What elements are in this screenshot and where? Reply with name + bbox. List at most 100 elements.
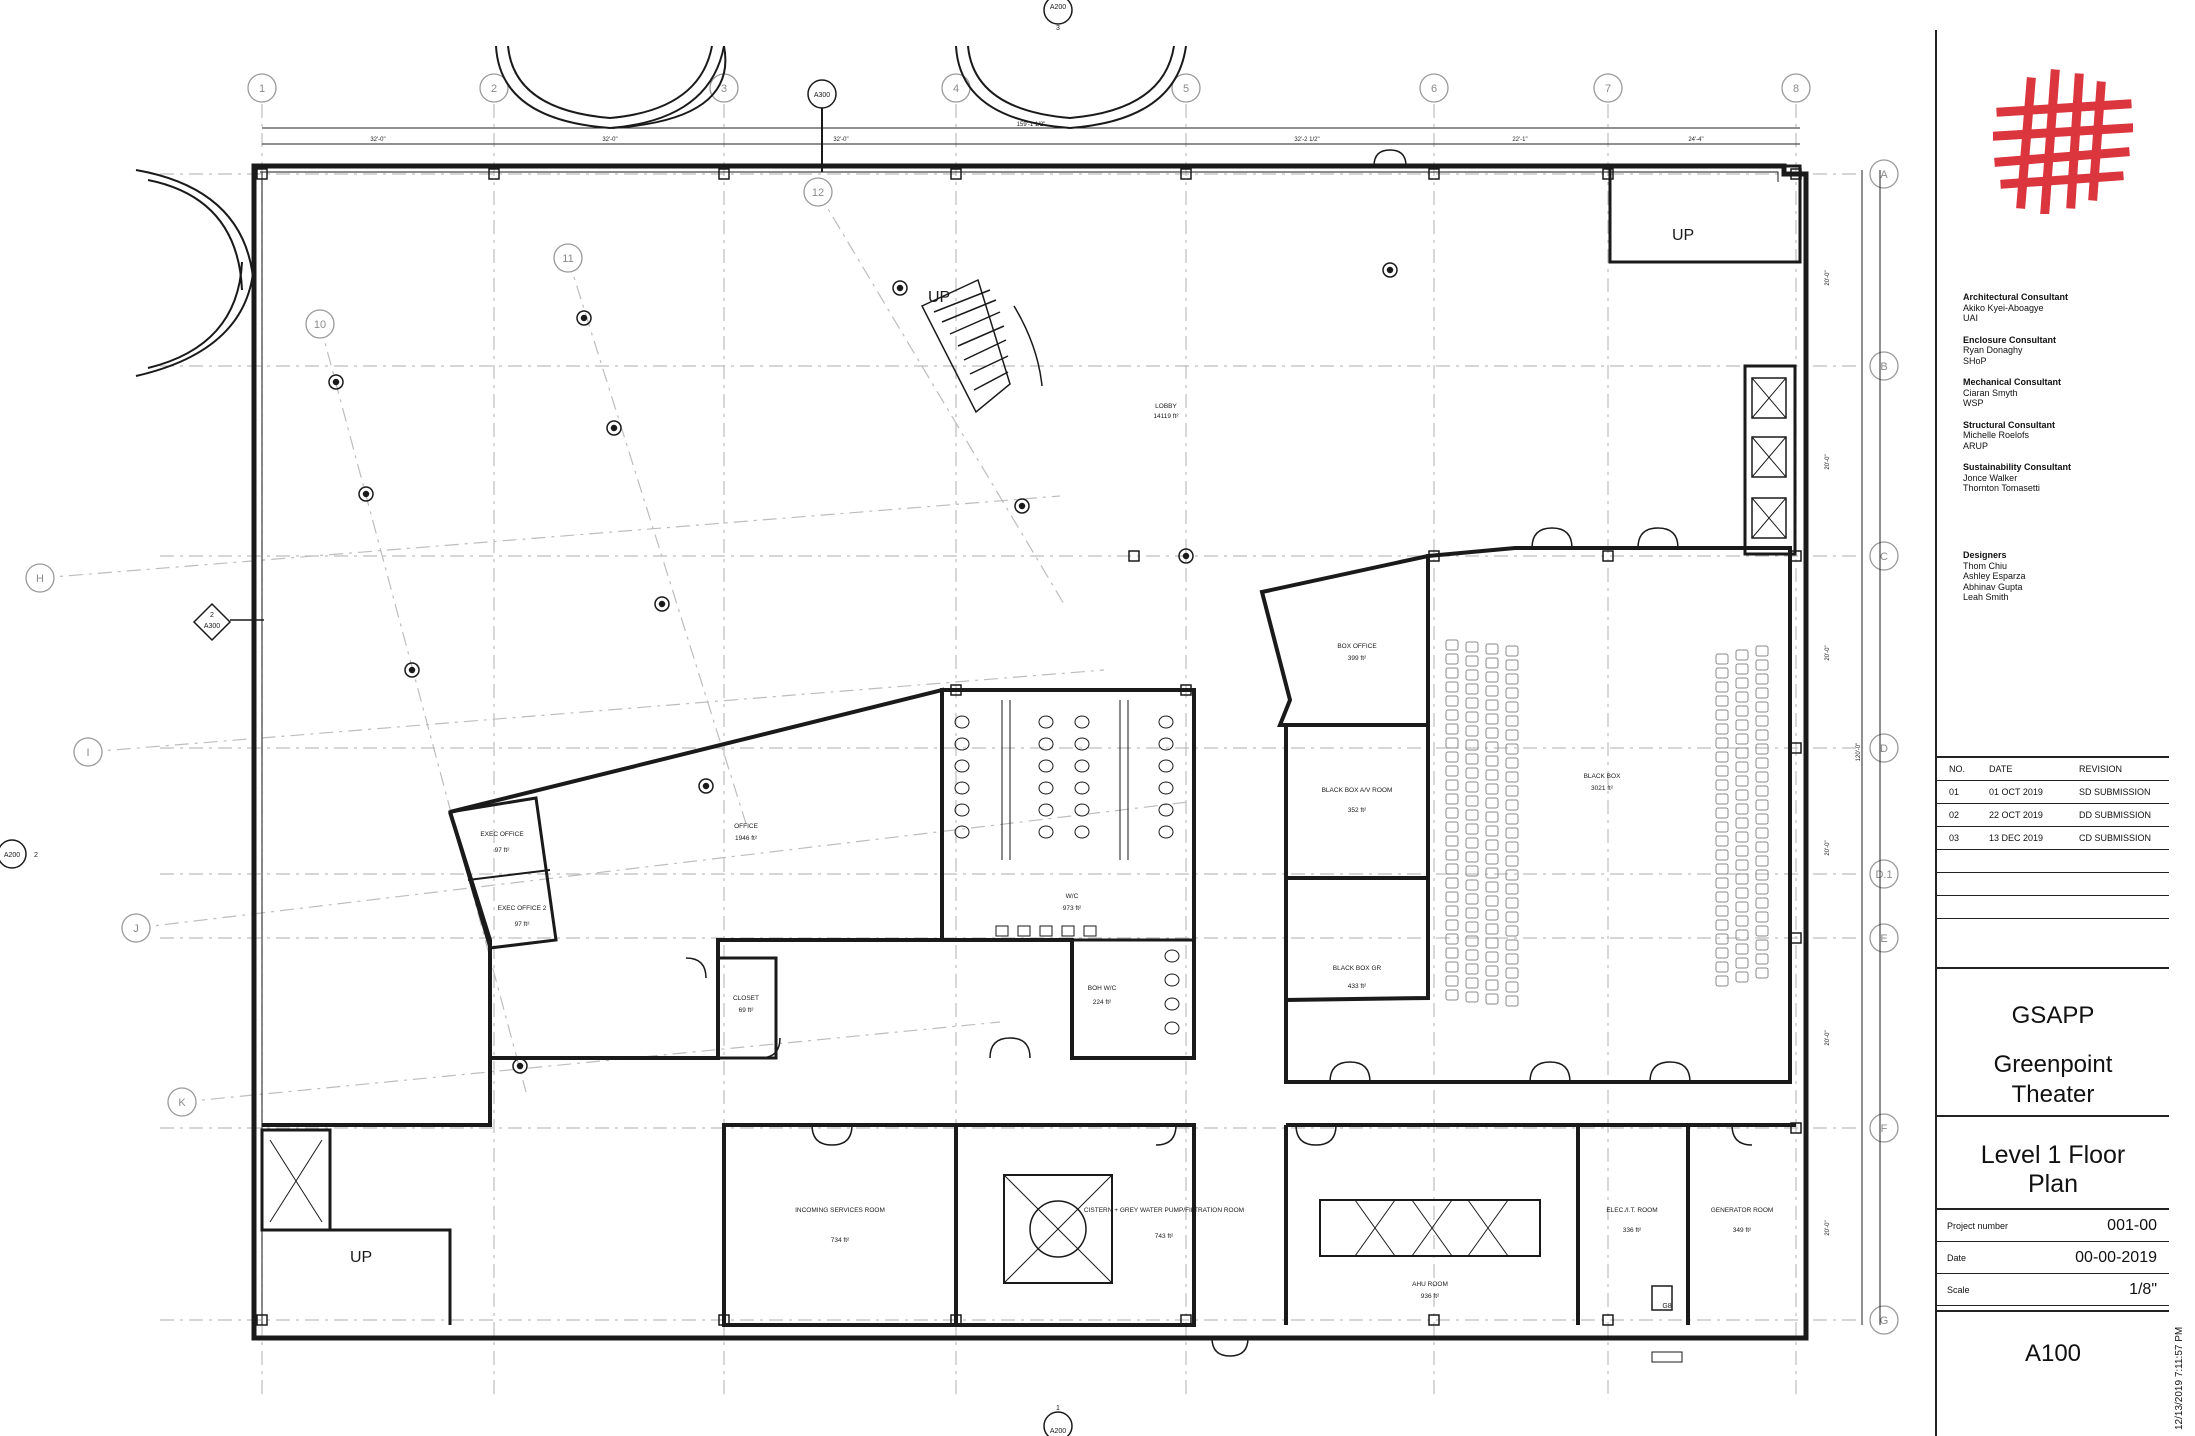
seat bbox=[1465, 781, 1479, 793]
seat bbox=[1735, 887, 1749, 899]
grid-bubble-label: B bbox=[1880, 361, 1887, 373]
round-column-core bbox=[1182, 552, 1190, 560]
date-row: Date 00-00-2019 bbox=[1937, 1242, 2169, 1274]
seat bbox=[1485, 909, 1499, 921]
seat bbox=[1715, 947, 1729, 959]
consultant-name: Ryan Donaghy bbox=[1963, 345, 2023, 355]
seat bbox=[1465, 949, 1479, 961]
seat bbox=[1755, 743, 1769, 755]
seat bbox=[1485, 923, 1499, 935]
seat bbox=[1465, 837, 1479, 849]
revision-desc: SD SUBMISSION bbox=[2079, 787, 2151, 797]
grid-bubble-column: 8 bbox=[1781, 73, 1811, 103]
seat bbox=[1735, 943, 1749, 955]
seat bbox=[1465, 655, 1479, 667]
seat bbox=[1505, 701, 1519, 713]
column bbox=[1602, 550, 1614, 562]
grid-bubble-label: A bbox=[1880, 169, 1888, 181]
seat bbox=[1735, 747, 1749, 759]
wc-fixtures bbox=[954, 700, 1180, 1035]
toilet bbox=[1158, 781, 1174, 795]
round-column bbox=[358, 486, 374, 502]
consultant-firm: Thornton Tomasetti bbox=[1963, 483, 2040, 493]
seat bbox=[1505, 729, 1519, 741]
round-column-core bbox=[1386, 266, 1394, 274]
seat bbox=[1445, 681, 1459, 693]
exterior-wall bbox=[251, 163, 1809, 1341]
seat bbox=[1445, 849, 1459, 861]
toilet bbox=[1164, 997, 1180, 1011]
seat bbox=[1735, 845, 1749, 857]
seat bbox=[1485, 811, 1499, 823]
column bbox=[1602, 168, 1614, 180]
firm-logo bbox=[1993, 69, 2133, 214]
grid-bubble-skew: 12 bbox=[803, 177, 833, 207]
round-column-core bbox=[332, 378, 340, 386]
revision-no: 03 bbox=[1949, 833, 1960, 843]
grid-bubble-skew: K bbox=[167, 1087, 197, 1117]
seat bbox=[1735, 929, 1749, 941]
seat bbox=[1465, 809, 1479, 821]
seat bbox=[1505, 911, 1519, 923]
toilet bbox=[1158, 759, 1174, 773]
seat bbox=[1735, 649, 1749, 661]
electrical-panel bbox=[1651, 1285, 1673, 1311]
section-marker-top-mid[interactable]: A300 bbox=[807, 79, 837, 172]
skew-grid-line bbox=[567, 257, 749, 831]
seat bbox=[1485, 937, 1499, 949]
sink bbox=[1017, 925, 1031, 937]
section-marker-left[interactable]: 2 A300 bbox=[192, 602, 264, 642]
seat bbox=[1485, 881, 1499, 893]
revision-header-revision: REVISION bbox=[2079, 764, 2123, 774]
seat bbox=[1755, 925, 1769, 937]
seat bbox=[1485, 979, 1499, 991]
seat bbox=[1505, 827, 1519, 839]
grid-bubble-column: 3 bbox=[709, 73, 739, 103]
theater-seating bbox=[1445, 639, 1769, 1007]
seat bbox=[1755, 911, 1769, 923]
section-sheet: A200 bbox=[1050, 1428, 1066, 1435]
consultant-firm: ARUP bbox=[1963, 440, 1989, 451]
seat bbox=[1465, 893, 1479, 905]
sheet-title-line1: Level 1 Floor bbox=[1980, 1141, 2126, 1169]
entrance-vaults bbox=[135, 45, 1187, 377]
revision-row: 01 01 OCT 2019 SD SUBMISSION bbox=[1937, 781, 2169, 804]
stair-room-ne bbox=[1608, 164, 1802, 264]
seat bbox=[1465, 823, 1479, 835]
column bbox=[718, 168, 730, 180]
toilet bbox=[954, 803, 970, 817]
toilet bbox=[1038, 715, 1054, 729]
room-name-boh-wc: BOH W/C bbox=[1088, 985, 1117, 992]
seat bbox=[1755, 883, 1769, 895]
section-marker-bottom[interactable]: 1 A200 bbox=[1043, 1405, 1073, 1436]
seat bbox=[1715, 891, 1729, 903]
column bbox=[1180, 1314, 1192, 1326]
round-column bbox=[698, 778, 714, 794]
column bbox=[1790, 742, 1802, 754]
seat bbox=[1465, 641, 1479, 653]
seat bbox=[1465, 907, 1479, 919]
project-number-value: 001-00 bbox=[2107, 1216, 2157, 1234]
seat bbox=[1465, 669, 1479, 681]
seat bbox=[1505, 855, 1519, 867]
seat bbox=[1735, 817, 1749, 829]
seat bbox=[1735, 831, 1749, 843]
room-area-boh-wc: 224 ft² bbox=[1093, 999, 1112, 1006]
consultant-group: Architectural Consultant Akiko Kyei-Aboa… bbox=[1963, 292, 2173, 324]
seat bbox=[1505, 687, 1519, 699]
section-marker-top[interactable]: A200 3 bbox=[1043, 0, 1073, 32]
stair-up-label: UP bbox=[928, 289, 950, 306]
seat bbox=[1445, 933, 1459, 945]
seat bbox=[1715, 709, 1729, 721]
toilet bbox=[1074, 759, 1090, 773]
seat bbox=[1465, 795, 1479, 807]
round-column bbox=[1178, 548, 1194, 564]
column bbox=[1790, 1122, 1802, 1134]
section-marker-left-edge[interactable]: A200 2 bbox=[0, 839, 38, 869]
seat bbox=[1505, 897, 1519, 909]
toilet bbox=[1164, 973, 1180, 987]
dimension-span: 32'-2 1/2" bbox=[1294, 137, 1319, 143]
round-column-core bbox=[516, 1062, 524, 1070]
seat bbox=[1755, 855, 1769, 867]
room-area-exec-office-2: 97 ft² bbox=[515, 921, 531, 928]
